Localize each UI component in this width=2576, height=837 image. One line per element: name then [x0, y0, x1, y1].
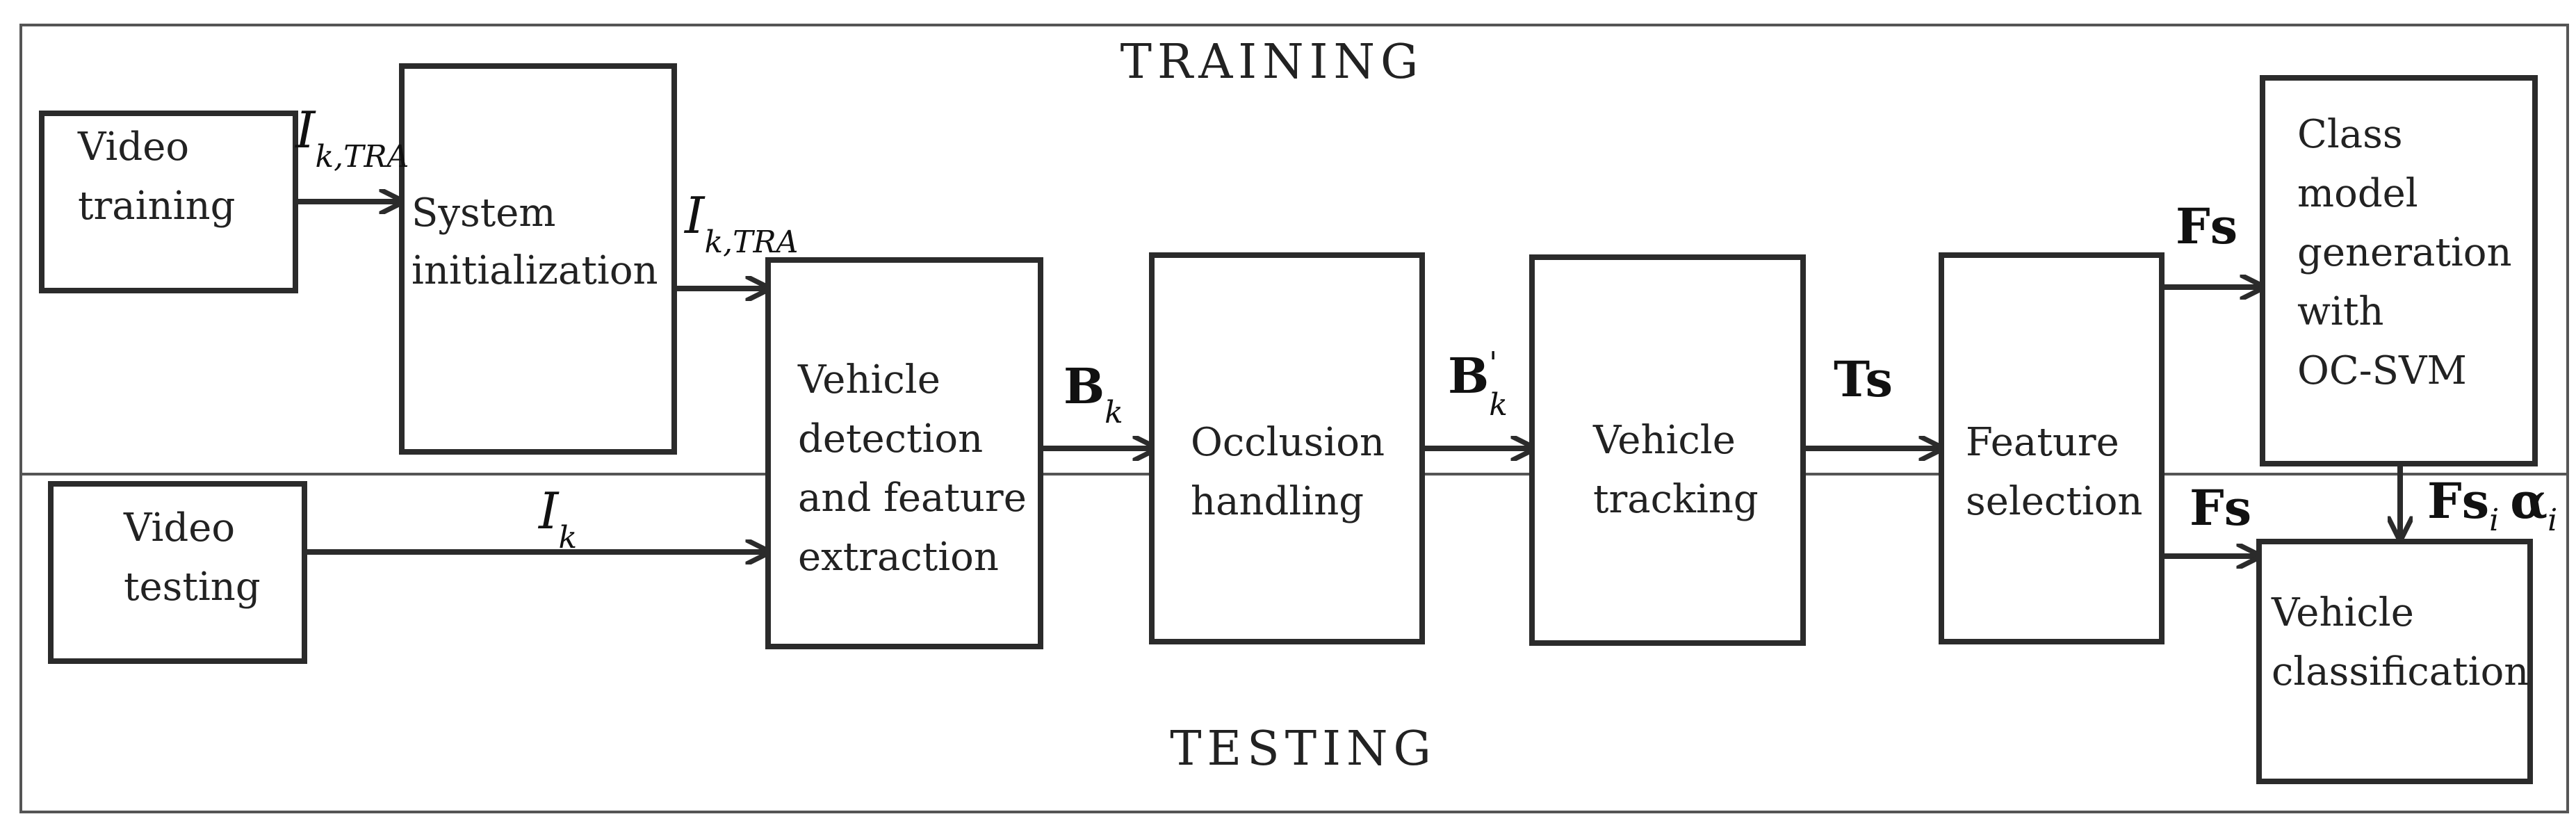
feature-selection-line-2: selection: [1966, 479, 2143, 524]
class-model-line-3: generation: [2297, 230, 2512, 275]
class-model-line-2: model: [2297, 171, 2418, 216]
video-training-line-2: training: [78, 184, 235, 229]
signal-ts: Ts: [1834, 350, 1893, 408]
testing-section-label: TESTING: [1170, 722, 1437, 777]
signal-bk-prime: B'k: [1448, 346, 1508, 423]
box-system-initialization: System initialization: [399, 63, 677, 455]
vehicle-detection-line-2: detection: [798, 416, 983, 462]
classification-line-1: Vehicle: [2271, 590, 2414, 635]
vehicle-detection-line-4: extraction: [798, 535, 999, 580]
box-class-model-generation: Class model generation with OC-SVM: [2260, 75, 2538, 466]
vehicle-detection-line-1: Vehicle: [797, 357, 940, 403]
video-testing-line-2: testing: [124, 564, 261, 610]
feature-selection-line-1: Feature: [1966, 420, 2119, 465]
arrows: [295, 202, 2400, 556]
tracking-line-1: Vehicle: [1592, 418, 1736, 463]
signal-fs-testing: Fs: [2190, 479, 2251, 537]
box-vehicle-classification: Vehicle classification: [2256, 539, 2533, 784]
signal-ik-testing: Ik: [537, 482, 577, 555]
training-section-label: TRAINING: [1120, 35, 1424, 90]
box-feature-selection: Feature selection: [1939, 252, 2165, 644]
system-init-line-2: initialization: [411, 248, 658, 293]
box-vehicle-detection: Vehicle detection and feature extraction: [765, 257, 1043, 649]
signal-ik-tra-training: Ik,TRA: [294, 101, 409, 174]
box-occlusion-handling: Occlusion handling: [1149, 252, 1425, 644]
occlusion-line-2: handling: [1191, 479, 1364, 524]
box-vehicle-tracking: Vehicle tracking: [1529, 254, 1806, 646]
occlusion-line-1: Occlusion: [1191, 420, 1385, 465]
video-testing-line-1: Video: [123, 505, 235, 551]
signal-fs-training: Fs: [2176, 197, 2237, 255]
class-model-line-1: Class: [2297, 112, 2403, 157]
class-model-line-4: with: [2297, 289, 2383, 334]
tracking-line-2: tracking: [1593, 477, 1759, 522]
system-init-line-1: System: [411, 190, 555, 236]
class-model-line-5: OC-SVM: [2297, 348, 2467, 393]
signal-bk: Bk: [1063, 357, 1123, 430]
video-training-line-1: Video: [77, 124, 189, 170]
classification-line-2: classification: [2272, 649, 2529, 694]
box-video-training: Video training: [39, 111, 298, 293]
vehicle-detection-line-3: and feature: [798, 476, 1027, 521]
box-video-testing: Video testing: [48, 481, 307, 664]
signal-ik-tra-init: Ik,TRA: [683, 186, 798, 260]
